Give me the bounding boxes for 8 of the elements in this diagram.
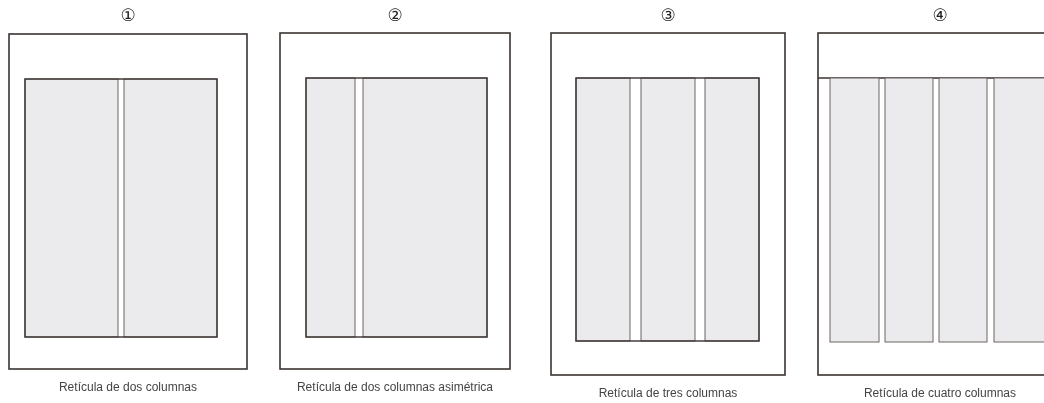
grid-label: Retícula de cuatro columnas bbox=[863, 385, 1017, 401]
circled-number: ③ bbox=[660, 4, 676, 26]
grid-label: Retícula de dos columnas bbox=[58, 379, 198, 395]
circled-number: ④ bbox=[932, 4, 948, 26]
grid-label: Retícula de dos columnas asimétrica bbox=[296, 379, 494, 395]
grid-label: Retícula de tres columnas bbox=[598, 385, 738, 401]
circled-number: ① bbox=[120, 4, 136, 26]
circled-number: ② bbox=[387, 4, 403, 26]
